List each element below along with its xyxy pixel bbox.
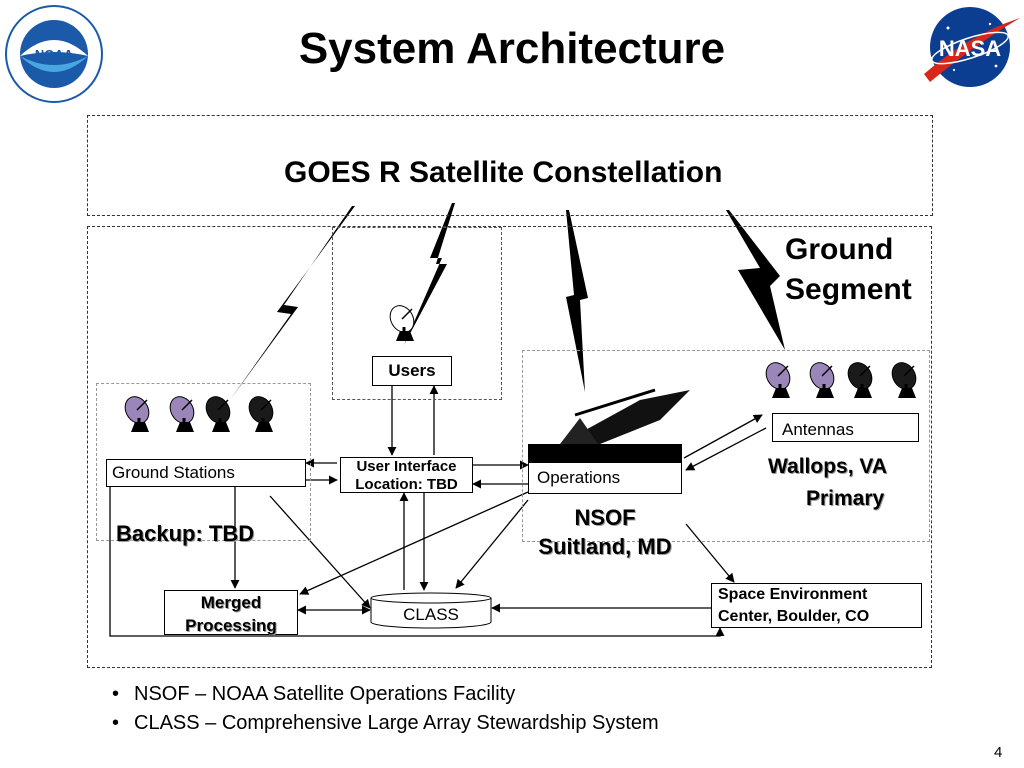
users-region [332, 227, 502, 400]
merged-processing-box: Merged Processing [164, 590, 298, 635]
notes-list: NSOF – NOAA Satellite Operations Facilit… [112, 680, 659, 738]
arrow-operations-to-space-env [685, 523, 735, 583]
slide-title: System Architecture [298, 24, 726, 73]
satellite-dish-icon [765, 362, 791, 398]
class-label: CLASS [403, 605, 459, 624]
noaa-logo: NOAA [4, 4, 104, 104]
note-nsof: NSOF – NOAA Satellite Operations Facilit… [112, 680, 659, 709]
users-box: Users [372, 356, 452, 386]
ground-segment-label: Ground Segment [785, 233, 912, 306]
page-number: 4 [994, 744, 1003, 761]
arrow-operations-to-antennas [683, 414, 763, 459]
operations-antenna-icon [528, 388, 690, 462]
lightning-bolt-users [404, 203, 455, 345]
nasa-logo: NASA [916, 4, 1024, 90]
users-dish-icon [389, 305, 415, 341]
satellite-dish-icon [248, 396, 274, 432]
space-environment-label: Space Environment Center, Boulder, CO [718, 586, 870, 625]
arrow-ui-to-class-diagonal [269, 495, 371, 609]
satellite-dish-icon [169, 396, 195, 432]
ground-stations-box: Ground Stations [106, 459, 306, 487]
noaa-logo-text: NOAA [35, 47, 74, 62]
nasa-logo-text: NASA [939, 36, 1001, 61]
ground-segment-region [87, 226, 932, 668]
arrow-ground-stations-to-space-env [109, 487, 725, 637]
class-database: CLASS [370, 592, 492, 630]
nsof-label: NSOF Suitland, MD [538, 505, 672, 559]
arrow-operations-to-class [455, 499, 529, 589]
antennas-box: Antennas [772, 413, 919, 442]
antennas-label: Antennas [782, 420, 854, 439]
operations-box: Operations [528, 462, 682, 494]
constellation-label: GOES R Satellite Constellation [284, 156, 723, 189]
merged-processing-label: Merged Processing [185, 593, 277, 635]
satellite-dish-icon [809, 362, 835, 398]
ground-stations-label: Ground Stations [112, 463, 235, 482]
arrow-operations-to-merged [299, 491, 529, 595]
users-label: Users [388, 361, 436, 380]
satellite-dish-icon [847, 362, 873, 398]
user-interface-box: User Interface Location: TBD [340, 457, 473, 493]
wallops-label: Wallops, VA [768, 455, 888, 478]
lightning-bolt-operations [566, 210, 588, 392]
constellation-region [87, 115, 933, 216]
ground-stations-region [96, 383, 311, 541]
backup-label: Backup: TBD [116, 521, 255, 546]
nsof-region [522, 350, 930, 542]
satellite-dish-icon [891, 362, 917, 398]
note-class: CLASS – Comprehensive Large Array Stewar… [112, 709, 659, 738]
space-environment-box: Space Environment Center, Boulder, CO [711, 583, 922, 628]
satellite-dish-icon [205, 396, 231, 432]
user-interface-label: User Interface Location: TBD [355, 458, 458, 493]
operations-label: Operations [537, 468, 621, 487]
arrow-antennas-to-operations [685, 427, 767, 471]
satellite-dish-icon [124, 396, 150, 432]
primary-label: Primary [806, 487, 885, 510]
lightning-bolt-antennas [726, 210, 785, 350]
